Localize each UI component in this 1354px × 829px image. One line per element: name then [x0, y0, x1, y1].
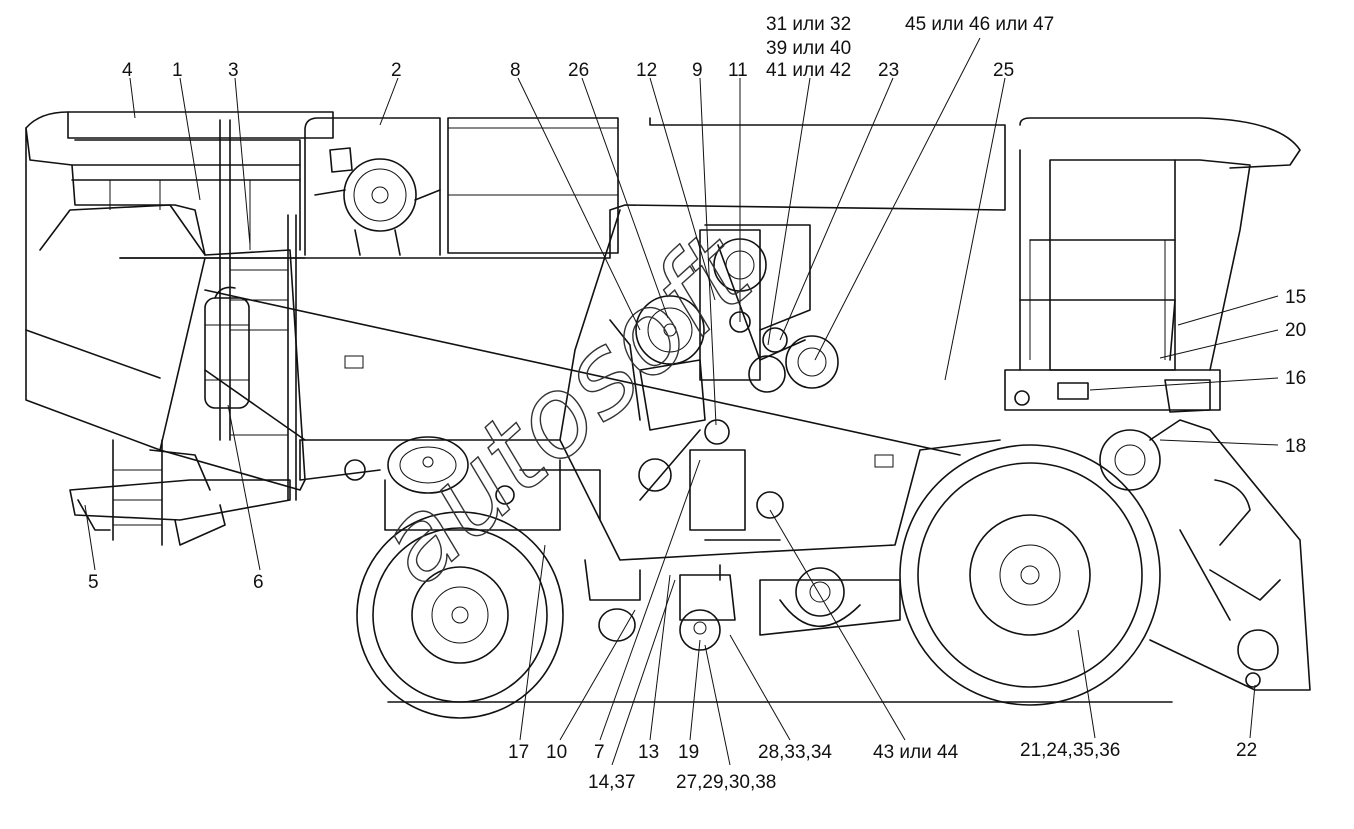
watermark: autosoft — [352, 208, 778, 610]
callout-45-46-47: 45 или 46 или 47 — [905, 14, 1054, 35]
callout-labels: 4 1 3 2 8 26 12 9 11 31 или 32 39 или 40… — [88, 14, 1306, 793]
callout-5: 5 — [88, 572, 99, 593]
callout-12: 12 — [636, 60, 657, 81]
callout-15: 15 — [1285, 287, 1306, 308]
callout-22: 22 — [1236, 740, 1257, 761]
front-wheel — [899, 444, 1161, 706]
callout-14-37: 14,37 — [588, 772, 636, 793]
callout-20: 20 — [1285, 320, 1306, 341]
callout-9: 9 — [692, 60, 703, 81]
callout-2: 2 — [391, 60, 402, 81]
callout-17: 17 — [508, 742, 529, 763]
rear-wheel — [356, 511, 564, 719]
callout-25: 25 — [993, 60, 1014, 81]
cylinder-tank — [204, 286, 250, 409]
ladder — [112, 119, 297, 546]
callout-21-24-35-36: 21,24,35,36 — [1020, 740, 1120, 761]
callout-18: 18 — [1285, 436, 1306, 457]
callout-28-33-34: 28,33,34 — [758, 742, 832, 763]
engine-compartment — [304, 117, 619, 256]
callout-7: 7 — [594, 742, 605, 763]
body-side-panel — [119, 117, 1006, 561]
callout-10: 10 — [546, 742, 567, 763]
feeder-house — [1099, 419, 1311, 691]
rear-left-assembly — [69, 449, 291, 546]
lower-mechanism — [344, 436, 736, 651]
callout-19: 19 — [678, 742, 699, 763]
callout-26: 26 — [568, 60, 589, 81]
callout-13: 13 — [638, 742, 659, 763]
callout-31-32: 31 или 32 — [766, 14, 851, 35]
callout-16: 16 — [1285, 368, 1306, 389]
grain-tank — [25, 111, 334, 491]
callout-23: 23 — [878, 60, 899, 81]
callout-43-44: 43 или 44 — [873, 742, 959, 763]
callout-8: 8 — [510, 60, 521, 81]
leader-lines — [84, 37, 1279, 766]
cab — [1004, 117, 1301, 413]
callout-11: 11 — [728, 60, 748, 81]
callout-41-42: 41 или 42 — [766, 60, 851, 81]
callout-4: 4 — [122, 60, 133, 81]
callout-1: 1 — [172, 60, 183, 81]
callout-6: 6 — [253, 572, 264, 593]
fan-housing — [759, 567, 901, 636]
callout-3: 3 — [228, 60, 239, 81]
callout-27-29-30-38: 27,29,30,38 — [676, 772, 776, 793]
callout-39-40: 39 или 40 — [766, 38, 851, 59]
